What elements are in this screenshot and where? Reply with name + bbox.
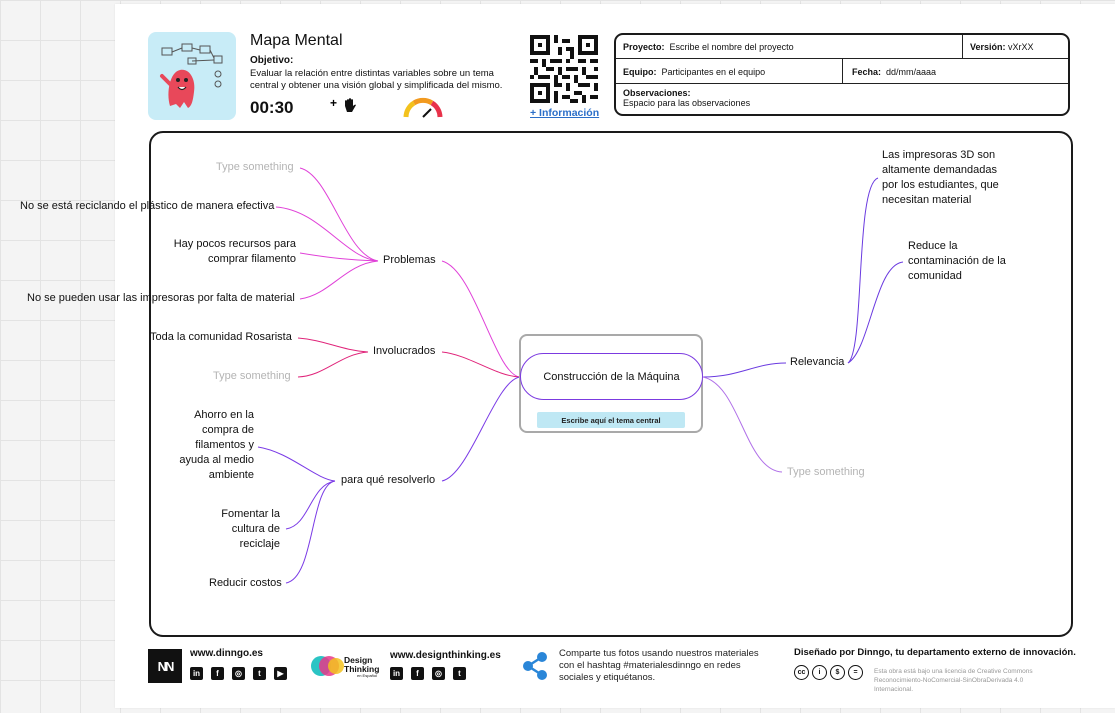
link-relevancia-1	[847, 261, 904, 364]
designthinking-site[interactable]: www.designthinking.es	[390, 650, 501, 661]
design-thinking-logo	[310, 654, 346, 683]
share-icon	[521, 651, 549, 686]
linkedin-icon[interactable]: in	[190, 667, 203, 680]
central-topic-hint[interactable]: Escribe aquí el tema central	[537, 412, 685, 428]
mindmap-frame	[149, 131, 1073, 637]
branch-placeholder[interactable]: Type something	[787, 466, 865, 478]
link-relevancia-0	[847, 177, 879, 364]
dinngo-site[interactable]: www.dinngo.es	[190, 648, 263, 659]
link-relevancia	[702, 362, 787, 378]
project-label: Proyecto:	[623, 42, 665, 52]
link-resolverlo-1	[285, 480, 336, 530]
project-field[interactable]: Proyecto: Escribe el nombre del proyecto	[623, 42, 794, 52]
date-label: Fecha:	[852, 67, 882, 77]
facebook-icon-2[interactable]: f	[411, 667, 424, 680]
project-value: Escribe el nombre del proyecto	[669, 42, 794, 52]
link-involucrados-1	[297, 351, 369, 378]
page-title: Mapa Mental	[250, 32, 343, 49]
link-resolverlo-2	[285, 480, 336, 584]
dinngo-logo: NN	[148, 649, 182, 683]
involucrados-child-0[interactable]: Toda la comunidad Rosarista	[150, 331, 292, 343]
instagram-icon-2[interactable]: ◎	[432, 667, 445, 680]
link-involucrados	[441, 351, 521, 378]
cc-icon: cc	[794, 665, 809, 680]
resolverlo-child-2[interactable]: Reducir costos	[209, 577, 282, 589]
linkedin-icon-2[interactable]: in	[390, 667, 403, 680]
hand-prefix: +	[330, 96, 338, 110]
license-text: Esta obra está bajo una licencia de Crea…	[874, 668, 1033, 693]
resolverlo-child-1[interactable]: Fomentar la cultura de reciclaje	[221, 508, 280, 550]
observations-value: Espacio para las observaciones	[623, 98, 751, 108]
team-label: Equipo:	[623, 67, 657, 77]
hand-icon: +	[330, 96, 359, 114]
design-thinking-brand: Design Thinking	[344, 655, 380, 674]
version-value: vXrXX	[1008, 42, 1034, 52]
objective-text: Evaluar la relación entre distintas vari…	[250, 68, 503, 91]
version-field[interactable]: Versión: vXrXX	[970, 42, 1034, 52]
mindmap-illustration	[148, 32, 236, 120]
twitter-icon-2[interactable]: t	[453, 667, 466, 680]
link-problemas	[441, 260, 521, 378]
timer: 00:30	[250, 98, 294, 117]
problemas-child-0[interactable]: Type something	[216, 161, 294, 173]
link-problemas-2	[299, 252, 379, 262]
date-value: dd/mm/aaaa	[886, 67, 937, 77]
link-resolverlo-0	[257, 446, 336, 482]
designed-by: Diseñado por Dinngo, tu departamento ext…	[794, 647, 1076, 658]
twitter-icon[interactable]: t	[253, 667, 266, 680]
branch-resolverlo[interactable]: para qué resolverlo	[341, 474, 436, 486]
resolverlo-child-0[interactable]: Ahorro en la compra de filamentos y ayud…	[179, 409, 254, 481]
central-topic-node[interactable]: Construcción de la Máquina	[520, 353, 703, 400]
link-involucrados-0	[297, 337, 369, 353]
link-resolverlo	[441, 376, 521, 482]
cc-nd-icon: =	[848, 665, 863, 680]
link-right-placeholder	[702, 376, 783, 473]
relevancia-child-1[interactable]: Reduce la contaminación de la comunidad	[908, 240, 1006, 282]
branch-involucrados[interactable]: Involucrados	[373, 345, 436, 357]
problemas-child-2[interactable]: Hay pocos recursos para comprar filament…	[173, 238, 296, 265]
objective-label: Objetivo:	[250, 55, 294, 66]
problemas-child-1[interactable]: No se está reciclando el plástico de man…	[20, 200, 275, 212]
facebook-icon[interactable]: f	[211, 667, 224, 680]
version-label: Versión:	[970, 42, 1006, 52]
youtube-icon[interactable]: ▶	[274, 667, 287, 680]
design-thinking-sub: en Español	[357, 673, 378, 678]
relevancia-child-0[interactable]: Las impresoras 3D son altamente demandad…	[882, 149, 999, 206]
branch-problemas[interactable]: Problemas	[383, 254, 436, 266]
qr-code	[530, 35, 598, 103]
link-problemas-3	[299, 260, 379, 300]
cc-by-icon: i	[812, 665, 827, 680]
more-info-link[interactable]: + Información	[530, 107, 600, 119]
team-field[interactable]: Equipo: Participantes en el equipo	[623, 67, 765, 77]
link-problemas-0	[299, 167, 379, 262]
project-info-box: Proyecto: Escribe el nombre del proyecto…	[614, 33, 1070, 116]
involucrados-child-1[interactable]: Type something	[213, 370, 291, 382]
problemas-child-3[interactable]: No se pueden usar las impresoras por fal…	[27, 292, 295, 304]
date-field[interactable]: Fecha: dd/mm/aaaa	[852, 67, 936, 77]
link-problemas-1	[275, 206, 379, 262]
instagram-icon[interactable]: ◎	[232, 667, 245, 680]
observations-field[interactable]: Observaciones:Espacio para las observaci…	[623, 88, 750, 108]
share-text: Comparte tus fotos usando nuestros mater…	[559, 648, 759, 683]
difficulty-gauge-icon	[402, 97, 444, 124]
cc-nc-icon: $	[830, 665, 845, 680]
branch-relevancia[interactable]: Relevancia	[790, 356, 845, 368]
team-value: Participantes en el equipo	[661, 67, 766, 77]
observations-label: Observaciones:	[623, 88, 691, 98]
